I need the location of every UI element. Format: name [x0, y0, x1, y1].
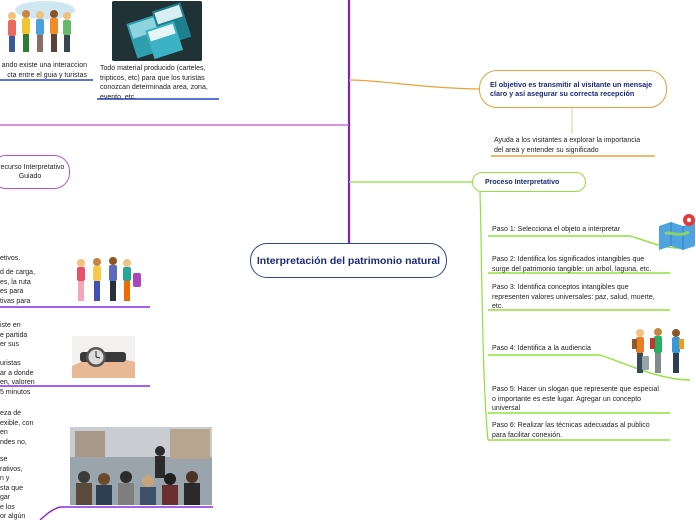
central-topic-label: Interpretación del patrimonio natural	[256, 254, 441, 267]
left-item-curve	[39, 506, 61, 520]
backpackers-illustration	[628, 326, 688, 376]
left-item-text-5: eza de exible, con en ndes no,	[0, 410, 34, 446]
recurso-label: Recurso Interpretativo Guiado	[0, 164, 65, 180]
proceso-interpretativo-node[interactable]: Proceso Interpretativo	[472, 172, 586, 192]
proceso-label: Proceso Interpretativo	[485, 178, 560, 186]
proceso-step-1[interactable]: Paso 1: Selecciona el objeto a interpret…	[492, 226, 621, 233]
interaction-text: ando existe una interaccion cta entre el…	[1, 62, 87, 79]
guided-crowd-photo	[70, 427, 212, 505]
left-item-text-6: se rativos, n y sta que gar e los or alg…	[0, 456, 26, 520]
proceso-step-3[interactable]: Paso 3: Identifica conceptos intangibles…	[492, 284, 655, 310]
proceso-step-5[interactable]: Paso 5: Hacer un slogan que represente q…	[492, 386, 659, 412]
objetivo-node[interactable]: El objetivo es transmitir al visitante u…	[479, 70, 667, 108]
objetivo-detail: Ayuda a los visitantes a explorar la imp…	[494, 137, 641, 154]
proceso-step-2[interactable]: Paso 2: Identifica los significados inta…	[492, 256, 652, 273]
group-of-tourists-illustration	[0, 0, 75, 56]
proceso-step-4[interactable]: Paso 4: Identifica a la audiencia	[492, 345, 591, 352]
proceso-spine	[479, 191, 489, 441]
central-topic[interactable]: Interpretación del patrimonio natural	[250, 243, 447, 278]
material-text: Todo material producido (carteles, tript…	[100, 65, 208, 101]
proceso-step-6[interactable]: Paso 6: Realizar las técnicas adecuadas …	[492, 422, 650, 439]
objetivo-label: El objetivo es transmitir al visitante u…	[490, 80, 653, 98]
left-item-text-3: iste en e partida er sus	[0, 322, 28, 348]
brochures-photo	[112, 1, 202, 61]
left-item-text-4: uristas ar a donde en, valoren 5 minutos	[0, 360, 35, 396]
map-pin-illustration	[655, 212, 696, 250]
left-item-text-1: etivos.	[0, 255, 21, 262]
recurso-interpretativo-node[interactable]: Recurso Interpretativo Guiado	[0, 155, 70, 189]
wristwatch-photo	[72, 336, 135, 378]
objetivo-branch	[348, 79, 480, 90]
travelers-illustration	[71, 253, 144, 305]
left-item-text-2: d de carga, es, la ruta es para tivas pa…	[0, 269, 36, 305]
